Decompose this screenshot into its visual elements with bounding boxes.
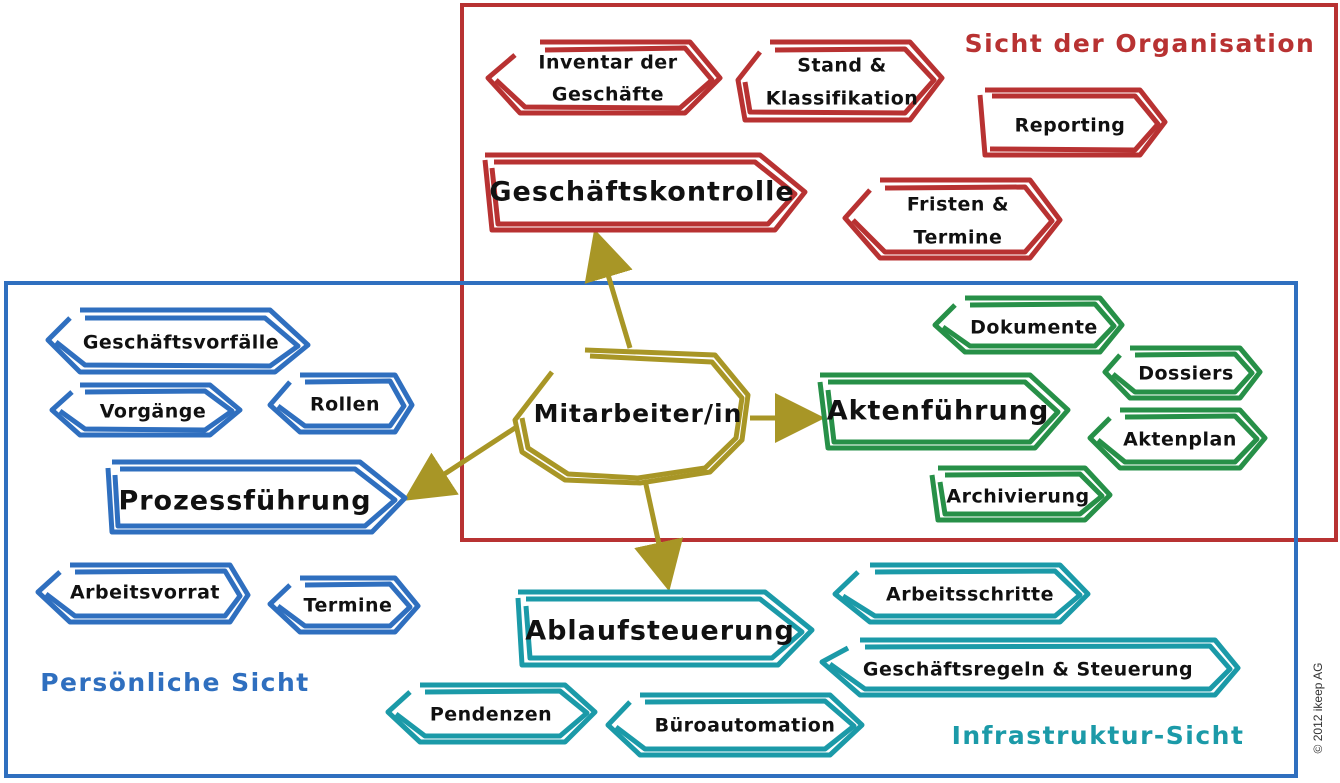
pendenzen-label: Pendenzen [430, 704, 552, 726]
dossiers-shape [1102, 345, 1263, 401]
dokumente-shape [932, 295, 1125, 355]
aktenplan-label: Aktenplan [1123, 429, 1237, 451]
arbeitsvorrat-shape [35, 562, 251, 625]
archivierung-label: Archivierung [946, 486, 1089, 508]
dokumente-label: Dokumente [970, 317, 1098, 339]
aktenfuehrung-shape [817, 372, 1071, 451]
infra-region-title: Infrastruktur-Sicht [952, 721, 1245, 750]
dossiers-label: Dossiers [1138, 363, 1234, 385]
pendenzen-shape [385, 682, 598, 745]
bueroautomation-label: Büroautomation [655, 715, 836, 737]
vorgaenge-shape [49, 382, 243, 438]
organisation-region-title: Sicht der Organisation [965, 29, 1316, 58]
vorgaenge-label: Vorgänge [100, 401, 207, 423]
geschaeftskontrolle-shape [482, 152, 808, 233]
aktenplan-shape [1087, 407, 1268, 471]
fristen-termine-shape [842, 177, 1063, 261]
prozessfuehrung-shape [105, 459, 408, 535]
ablaufsteuerung-label: Ablaufsteuerung [525, 616, 795, 647]
inventar-der-geschaefte-shape [485, 39, 723, 116]
stand-label-line2: Klassifikation [766, 88, 919, 110]
geschaeftsvorfaelle-shape [45, 307, 311, 375]
termine-shape [267, 575, 421, 635]
arrow-to-geschaeftskontrolle [584, 228, 633, 349]
ablaufsteuerung-shape [515, 589, 815, 668]
arbeitsvorrat-label: Arbeitsvorrat [70, 582, 220, 604]
rollen-label: Rollen [310, 394, 380, 416]
fristen-label-line2: Termine [914, 227, 1003, 249]
arrow-to-ablaufsteuerung [634, 479, 684, 592]
geschaeftsvorfaelle-label: Geschäftsvorfälle [83, 332, 279, 354]
reporting-shape [977, 87, 1168, 158]
termine-label: Termine [304, 595, 393, 617]
bueroautomation-shape [605, 692, 865, 758]
arbeitsschritte-label: Arbeitsschritte [886, 584, 1054, 606]
center-hub [512, 347, 751, 486]
stand-klassifikation-shape [735, 39, 945, 123]
aktenfuehrung-label: Aktenführung [827, 396, 1050, 427]
fristen-label-line1: Fristen & [907, 194, 1009, 216]
personal-region-frame [4, 281, 1298, 778]
archivierung-shape [929, 465, 1113, 523]
reporting-label: Reporting [1015, 115, 1126, 137]
arrow-to-prozessfuehrung [403, 425, 517, 501]
geschaeftsregeln-label: Geschäftsregeln & Steuerung [863, 659, 1193, 681]
geschaeftskontrolle-label: Geschäftskontrolle [489, 177, 794, 208]
inventar-label-line1: Inventar der [538, 52, 677, 74]
organisation-region-frame [460, 3, 1338, 542]
copyright-notice: © 2012 ikeep AG [1311, 663, 1325, 754]
prozessfuehrung-label: Prozessführung [118, 486, 371, 517]
geschaeftsregeln-shape [819, 637, 1241, 698]
arbeitsschritte-shape [832, 562, 1091, 625]
inventar-label-line2: Geschäfte [552, 84, 664, 106]
personal-region-title: Persönliche Sicht [40, 668, 310, 697]
stand-label-line1: Stand & [797, 55, 886, 77]
center-label: Mitarbeiter/in [534, 399, 743, 428]
rollen-shape [267, 372, 415, 435]
